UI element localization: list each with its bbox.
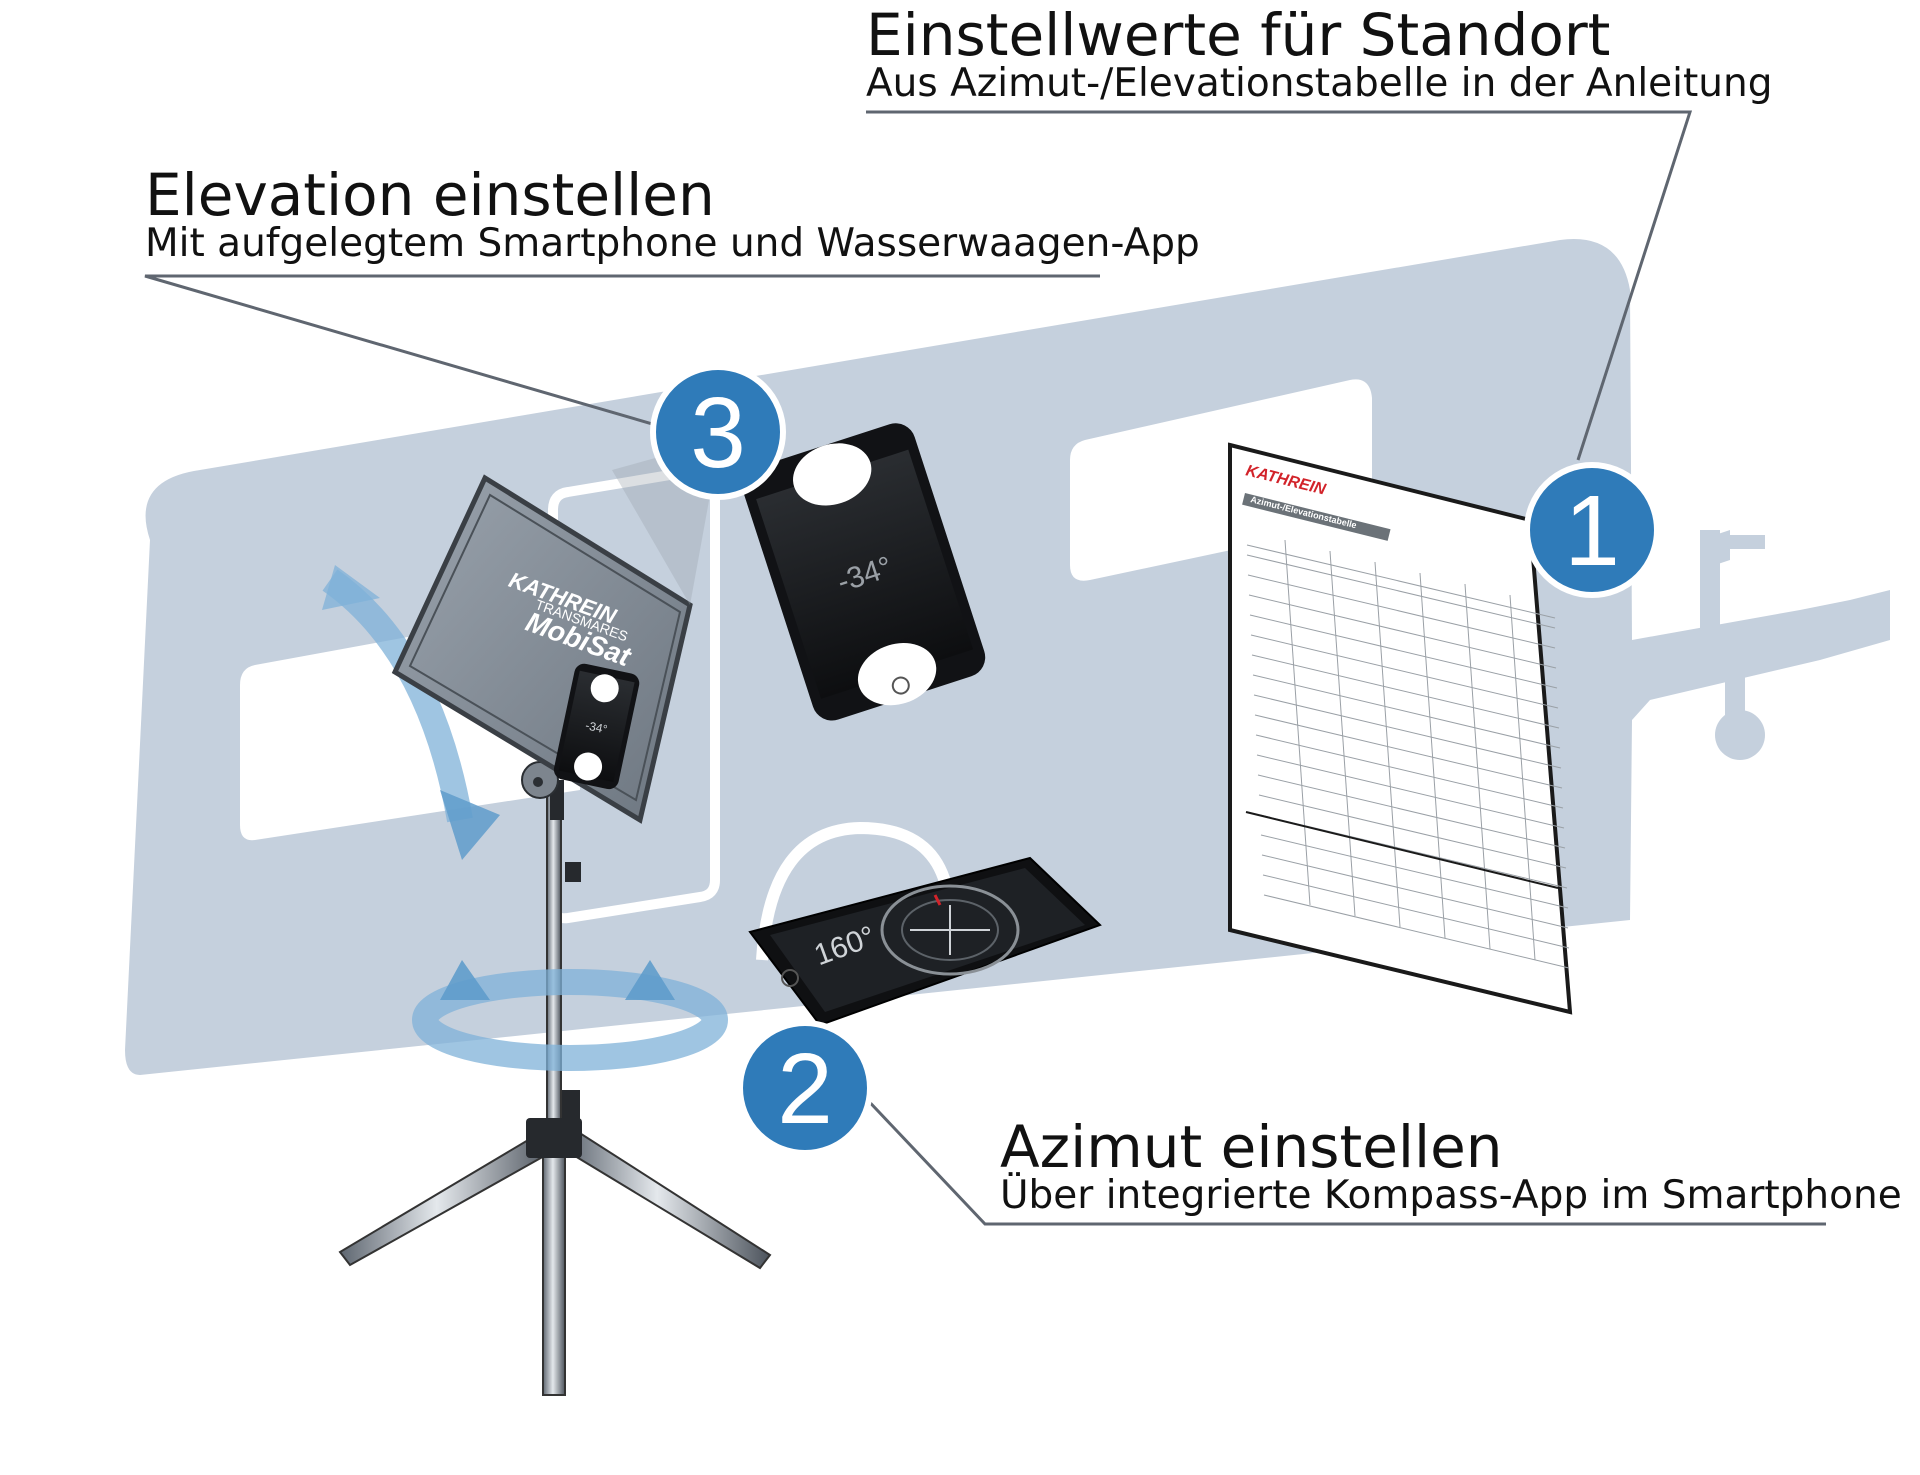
compass-phone: 160° bbox=[748, 856, 1102, 1027]
callout-step2: Azimut einstellen Über integrierte Kompa… bbox=[1000, 1118, 1902, 1217]
leader-line-step3 bbox=[144, 274, 1100, 437]
leader-line-step1 bbox=[866, 110, 1693, 461]
callout-step1: Einstellwerte für Standort Aus Azimut-/E… bbox=[866, 6, 1772, 105]
callout-step3: Elevation einstellen Mit aufgelegtem Sma… bbox=[145, 166, 1200, 265]
callout-step3-title: Elevation einstellen bbox=[145, 161, 715, 229]
tripod-stand bbox=[338, 761, 772, 1396]
phone-on-antenna: -34° bbox=[553, 663, 640, 790]
callout-step1-title: Einstellwerte für Standort bbox=[866, 1, 1611, 69]
step-badge-1: 1 bbox=[1524, 462, 1660, 598]
leader-lines bbox=[144, 110, 1826, 1226]
step-badge-2: 2 bbox=[737, 1020, 873, 1156]
azimuth-elevation-document: KATHREIN Azimut-/Elevationstabelle bbox=[1228, 442, 1573, 1015]
callout-step3-subtitle: Mit aufgelegtem Smartphone und Wasserwaa… bbox=[145, 221, 1200, 266]
antenna-phone-level-readout: -34° bbox=[584, 718, 609, 736]
leader-line-step2 bbox=[858, 1090, 1826, 1226]
callout-step1-subtitle: Aus Azimut-/Elevationstabelle in der Anl… bbox=[866, 61, 1773, 106]
level-phone: -34° bbox=[742, 423, 986, 721]
step-badge-3: 3 bbox=[650, 364, 786, 500]
callout-step2-subtitle: Über integrierte Kompass-App im Smartpho… bbox=[1000, 1173, 1902, 1218]
callout-step2-title: Azimut einstellen bbox=[1000, 1113, 1503, 1181]
step-number-3: 3 bbox=[690, 377, 746, 489]
step-number-1: 1 bbox=[1564, 475, 1620, 587]
step-number-2: 2 bbox=[777, 1033, 833, 1145]
